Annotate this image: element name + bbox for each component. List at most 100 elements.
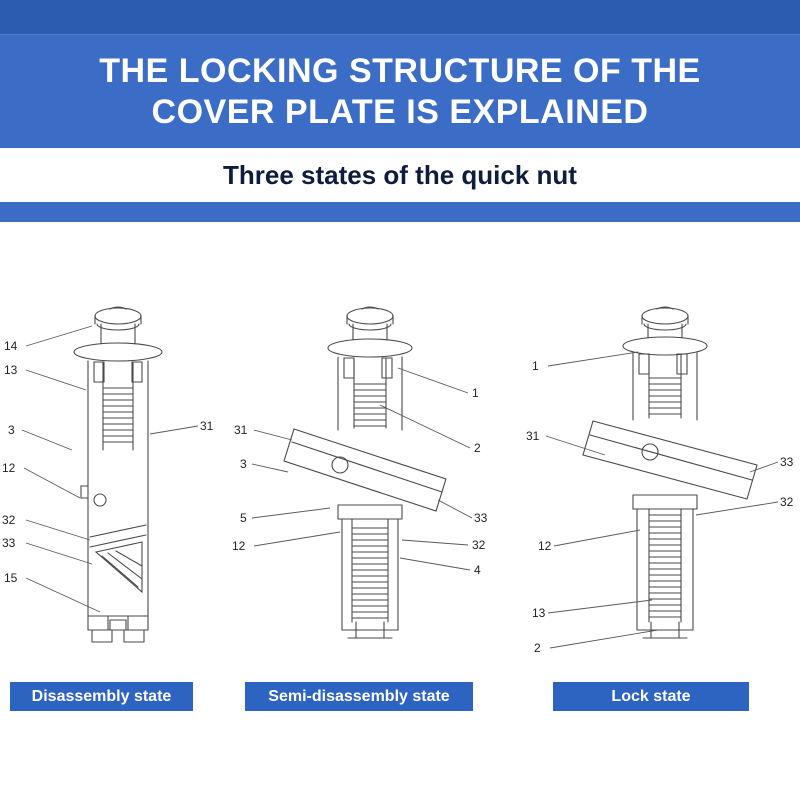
flange xyxy=(327,338,413,358)
nut-body xyxy=(283,356,447,639)
top-prongs xyxy=(343,357,393,379)
caption-disassembly-state: Disassembly state xyxy=(10,682,193,711)
cam-lever xyxy=(582,420,758,500)
callout-label: 33 xyxy=(474,511,488,525)
screw-slot xyxy=(361,306,379,310)
flange-washer xyxy=(327,323,413,358)
callout-label: 33 xyxy=(2,536,16,550)
callout-label: 12 xyxy=(538,539,552,553)
flange-washer xyxy=(73,323,163,362)
callout-label: 5 xyxy=(240,511,247,525)
screw-neck xyxy=(352,323,388,341)
diagram-semi-disassembly: 31 3 5 12 1 2 33 32 4 xyxy=(230,300,490,670)
callout-label: 15 xyxy=(4,571,18,585)
pivot-hole xyxy=(93,493,107,507)
callout-label: 33 xyxy=(780,455,794,469)
wedge-block xyxy=(94,541,143,594)
spring-coil-upper xyxy=(353,383,387,427)
sleeve-collar xyxy=(337,504,403,520)
top-prongs xyxy=(638,353,688,375)
callout-label: 2 xyxy=(474,441,481,455)
diagram-lock-state: 1 31 12 13 2 33 32 xyxy=(520,300,800,670)
screw-head-dome xyxy=(641,307,689,325)
callout-leader-lines xyxy=(545,351,779,649)
base-feet xyxy=(341,621,399,639)
header-bottom-strip xyxy=(0,202,800,222)
inner-column xyxy=(648,353,682,419)
side-tab xyxy=(80,485,89,499)
pivot-hole xyxy=(641,443,659,461)
screw-slot xyxy=(109,306,127,310)
screw-head-dome xyxy=(94,307,142,325)
caption-lock-state: Lock state xyxy=(553,682,749,711)
callout-label: 32 xyxy=(2,513,16,527)
body-walls xyxy=(632,352,698,421)
callout-label: 3 xyxy=(240,457,247,471)
callout-label: 31 xyxy=(526,429,540,443)
screw-head-bottom xyxy=(348,323,392,331)
callout-label: 3 xyxy=(8,423,15,437)
callout-label: 14 xyxy=(4,339,18,353)
page-subtitle: Three states of the quick nut xyxy=(223,159,577,190)
screw-head-bottom xyxy=(96,323,140,331)
screw-neck xyxy=(647,323,683,339)
wedge-hatching xyxy=(101,550,143,588)
diagram-semi-disassembly-illustration: 31 3 5 12 1 2 33 32 4 xyxy=(232,306,488,639)
callout-leader-lines xyxy=(251,367,473,571)
top-prongs xyxy=(93,361,143,383)
callout-label: 13 xyxy=(4,363,18,377)
subtitle-band: Three states of the quick nut xyxy=(0,148,800,202)
callout-label: 2 xyxy=(534,641,541,655)
flange xyxy=(622,336,708,356)
callout-label: 1 xyxy=(532,359,539,373)
cam-lever-inner-line xyxy=(291,441,443,493)
flange xyxy=(73,342,163,362)
nut-body xyxy=(582,352,758,639)
flange-washer xyxy=(622,323,708,356)
pivot-hole xyxy=(331,456,349,474)
base-feet xyxy=(636,621,694,639)
callout-label: 1 xyxy=(472,386,479,400)
callout-label: 12 xyxy=(232,539,246,553)
cam-lever-inner-line xyxy=(589,434,753,481)
screw-head-dome xyxy=(346,307,394,325)
spring-coil-upper xyxy=(648,377,682,415)
nut-body xyxy=(80,360,149,643)
callout-label: 4 xyxy=(474,563,481,577)
cam-lever-edge xyxy=(89,524,147,548)
callout-leader-lines xyxy=(21,325,199,613)
header-banner: THE LOCKING STRUCTURE OF THE COVER PLATE… xyxy=(0,35,800,148)
diagram-lock-state-illustration: 1 31 12 13 2 33 32 xyxy=(526,306,794,655)
inner-column xyxy=(353,357,387,429)
screw-slot xyxy=(656,306,674,310)
screw-head xyxy=(641,306,689,331)
screw-head xyxy=(94,306,142,331)
diagram-disassembly: 14 13 3 12 32 33 15 31 xyxy=(0,300,230,670)
body-walls xyxy=(87,360,149,631)
page-title-line-2: COVER PLATE IS EXPLAINED xyxy=(151,92,649,131)
callout-label: 31 xyxy=(200,419,214,433)
cam-lever xyxy=(283,428,447,512)
callout-label: 32 xyxy=(780,495,794,509)
sleeve-collar xyxy=(632,494,698,510)
spring-coil-lower xyxy=(648,514,682,618)
page-title-line-1: THE LOCKING STRUCTURE OF THE xyxy=(99,51,701,90)
screw-head xyxy=(346,306,394,331)
top-strip xyxy=(0,0,800,35)
sleeve-walls xyxy=(341,518,399,631)
screw-head-side xyxy=(346,315,394,325)
spring-coil xyxy=(102,387,134,443)
callout-label: 32 xyxy=(472,538,486,552)
callout-label: 12 xyxy=(2,461,16,475)
callout-label: 13 xyxy=(532,606,546,620)
screw-neck xyxy=(100,323,136,345)
screw-head-side xyxy=(641,315,689,325)
screw-head-side xyxy=(94,315,142,325)
screw-head-bottom xyxy=(643,323,687,331)
base-feet xyxy=(87,629,149,643)
sleeve-walls xyxy=(636,508,694,631)
spring-coil-lower xyxy=(351,527,389,619)
inner-column-lower xyxy=(648,508,682,623)
callout-label: 31 xyxy=(234,423,248,437)
lower-insert xyxy=(87,615,149,631)
